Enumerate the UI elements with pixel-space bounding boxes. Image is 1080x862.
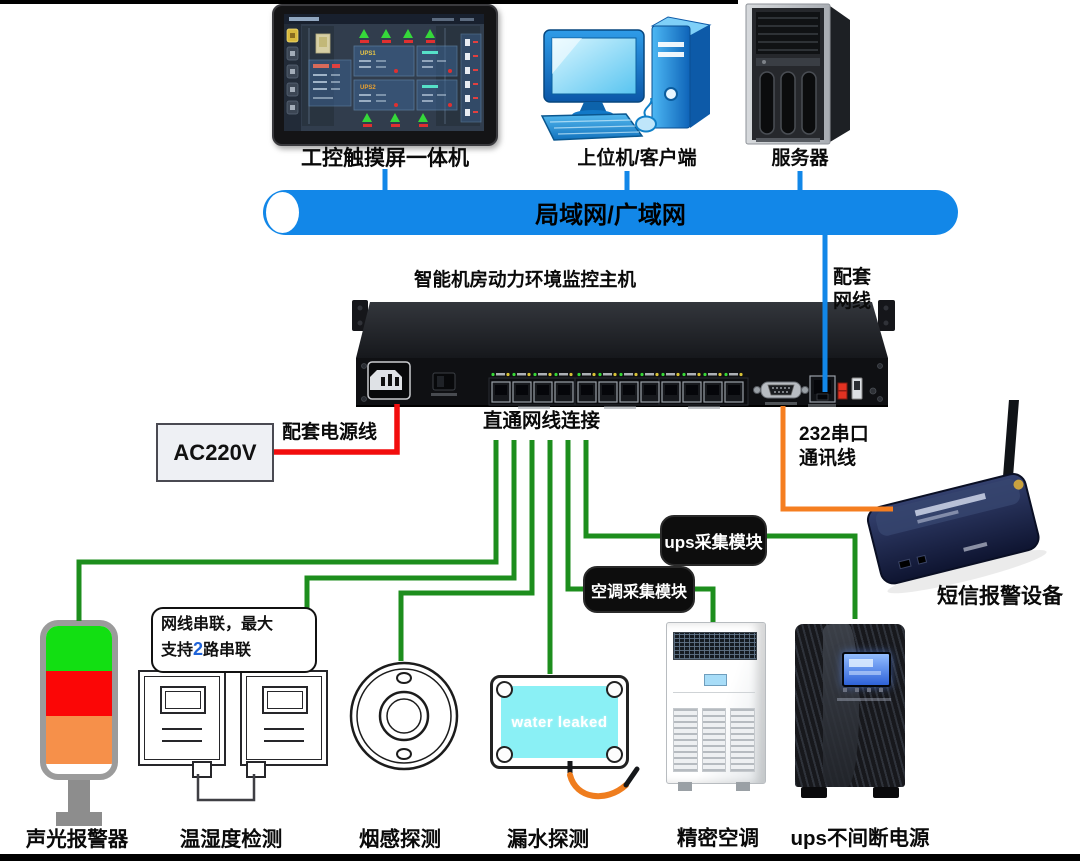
straight-cable-label: 直通网线连接 (483, 410, 601, 432)
pc-image (540, 16, 712, 141)
monitoring-host-image (352, 300, 895, 409)
svg-text:UPS2: UPS2 (360, 85, 376, 91)
sensor-terminal (246, 761, 266, 778)
top-border (0, 0, 738, 4)
touch-panel-label: 工控触摸屏一体机 (301, 147, 469, 170)
precision-ac-image (666, 622, 766, 797)
lan-cable-label: 配套 网线 (833, 267, 872, 312)
smoke-detector-image (349, 661, 459, 771)
alarm-green-segment (46, 626, 112, 671)
alarm-light-lens (40, 620, 118, 780)
touch-panel-image: UPS1 UPS2 (272, 4, 498, 146)
temp-humidity-sensor-2 (240, 670, 328, 778)
alarm-light-base (56, 812, 102, 826)
water-detector-label: 漏水探测 (507, 828, 589, 851)
temp-humidity-label: 温湿度检测 (179, 828, 283, 851)
screen-sidebar (284, 24, 301, 131)
ac-top-grille (673, 632, 757, 660)
usb-port (851, 377, 863, 400)
alarm-light-label: 声光报警器 (25, 828, 129, 851)
ups-lcd-screen (842, 652, 891, 687)
note-highlight-2: 2 (193, 639, 204, 660)
ac220v-label: AC220V (173, 439, 257, 465)
sensor-daisy-chain-wire (196, 774, 256, 802)
screen-alarm-bell-icons (359, 29, 435, 127)
ac-collection-module-tag: 空调采集模块 (583, 566, 695, 613)
alarm-light-image (40, 620, 118, 826)
screen-right-column (460, 33, 482, 123)
daisy-chain-note: 网线串联，最大 支持2路串联 (151, 607, 317, 673)
screen-right-panels (416, 45, 458, 111)
ups-image (795, 624, 905, 800)
server-image (745, 3, 850, 145)
serial-db9-port (753, 381, 809, 405)
network-bus: 局域网/广域网 (263, 190, 958, 235)
rj45-port-banks (488, 372, 749, 409)
ac-louvers (673, 708, 756, 772)
network-bus-end-cap (266, 192, 299, 233)
host-label: 智能机房动力环境监控主机 (413, 269, 636, 290)
antenna (1002, 400, 1020, 491)
ups-collection-module-tag: ups采集模块 (660, 515, 767, 566)
ups-buttons (843, 688, 889, 692)
water-leak-display: water leaked (501, 686, 618, 758)
server-label: 服务器 (771, 148, 829, 169)
alarm-orange-segment (46, 716, 112, 764)
bottom-border (0, 854, 1080, 861)
uplink-rj45-port (808, 375, 836, 407)
water-leak-probe-cable (567, 761, 640, 800)
pc-label: 上位机/客户端 (577, 148, 697, 169)
ac-display (704, 674, 727, 686)
temp-humidity-sensor-1 (138, 670, 226, 778)
sms-device-label: 短信报警设备 (937, 585, 1063, 608)
touch-panel-screen: UPS1 UPS2 (284, 14, 484, 131)
screen-left-panel (308, 59, 352, 107)
serial-cable-label: 232串口 通讯线 (799, 424, 869, 469)
smoke-detector-label: 烟感探测 (359, 828, 441, 851)
ac220v-box: AC220V (156, 423, 274, 482)
precision-ac-label: 精密空调 (677, 827, 759, 850)
power-switch (431, 372, 457, 396)
screen-ups2-panel: UPS2 (353, 79, 415, 111)
screen-ups1-panel: UPS1 (353, 45, 415, 77)
sms-alarm-device-image (866, 400, 1047, 594)
network-bus-label: 局域网/广域网 (535, 202, 686, 229)
alarm-light-stem (68, 780, 90, 812)
power-cable-label: 配套电源线 (282, 422, 378, 443)
sensor-terminal (192, 761, 212, 778)
ups-label: ups不间断电源 (790, 827, 930, 850)
svg-text:UPS1: UPS1 (360, 51, 376, 57)
alarm-red-segment (46, 671, 112, 716)
water-leak-detector-image: water leaked (490, 675, 629, 769)
power-inlet (367, 361, 411, 400)
